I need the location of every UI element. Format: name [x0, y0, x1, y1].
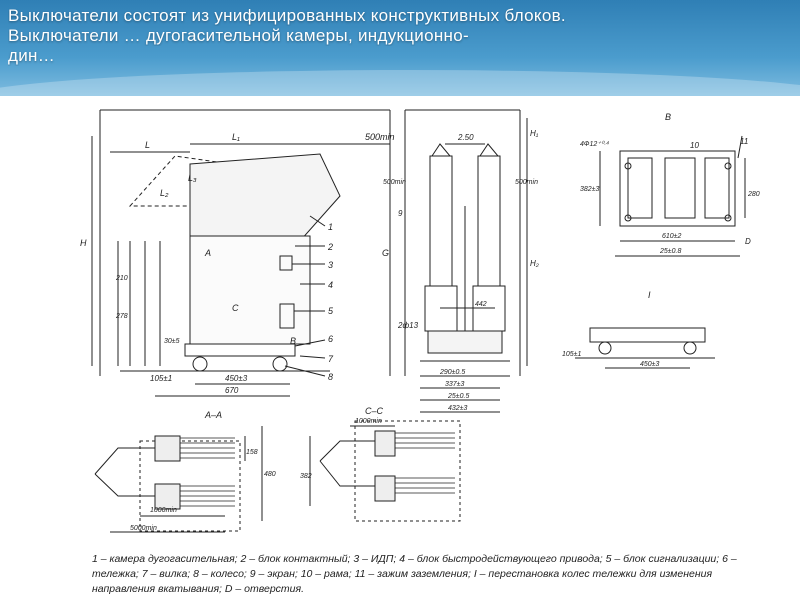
label-min500-c: 500min: [515, 179, 538, 186]
label-C: C: [232, 303, 239, 313]
label-dim105: 105±1: [150, 374, 172, 383]
wheel-rearrangement-view: [575, 327, 715, 369]
label-A: A: [204, 248, 211, 258]
label-dim30: 30±5: [164, 338, 180, 345]
wheel-right: [272, 356, 288, 372]
slide-text-line-1: Выключатели состоят из унифицированных к…: [8, 6, 566, 25]
idp-block: [279, 255, 293, 271]
contact-block: [189, 235, 311, 345]
label-dim450b: 450±3: [640, 361, 660, 368]
label-L3: L₃: [188, 173, 197, 183]
label-n8: 8: [328, 372, 333, 382]
label-H2: H₂: [530, 259, 539, 268]
label-H1: H₁: [530, 129, 539, 138]
front-elevation-view: [404, 109, 528, 413]
section-aa: [94, 426, 263, 533]
label-B: B: [290, 336, 296, 346]
label-dim250: 2.50: [457, 133, 474, 142]
label-n2: 2: [327, 242, 333, 252]
arc-chute-body: [189, 153, 341, 242]
trolley: [184, 343, 296, 357]
label-dim610: 610±2: [662, 233, 682, 240]
technical-drawing: L L₁ L₃ L₂ H 500min A C B 210 278 30±5 4…: [0, 96, 800, 548]
rearr-trolley: [589, 327, 706, 343]
label-section-aa: А–А: [204, 410, 222, 420]
arc-chute-tilted: [128, 155, 246, 207]
label-dim25b: 25±0.8: [659, 248, 681, 255]
label-section-cc: С–С: [365, 406, 384, 416]
label-n11: 11: [740, 137, 748, 146]
label-dim5000: 5000min: [130, 525, 157, 532]
label-L1: L₁: [232, 132, 240, 142]
label-dim1000-b: 1000min: [355, 418, 382, 425]
label-G: G: [382, 248, 389, 258]
label-L2: L₂: [160, 188, 169, 198]
wheel-left: [192, 356, 208, 372]
signal-block: [279, 303, 295, 329]
drawing-svg: L L₁ L₃ L₂ H 500min A C B 210 278 30±5 4…: [80, 109, 760, 533]
label-n5: 5: [328, 306, 334, 316]
slide-text-line-2: Выключатели … дугогасительной камеры, ин…: [8, 26, 469, 45]
label-dim278: 278: [115, 313, 128, 320]
figure-caption: 1 – камера дугогасительная; 2 – блок кон…: [92, 552, 782, 597]
label-dim280: 280: [747, 191, 760, 198]
label-n10: 10: [690, 141, 699, 150]
label-dim105b: 105±1: [562, 351, 582, 358]
pole-right: [477, 155, 501, 287]
label-dim432: 432±3: [448, 405, 468, 412]
slide-header-banner: Выключатели состоят из унифицированных к…: [0, 0, 800, 96]
frame-outline: [619, 150, 736, 227]
label-dim382: 382±3: [580, 186, 600, 193]
caption-line-2: тележка; 7 – вилка; 8 – колесо; 9 – экра…: [92, 568, 713, 580]
label-dim382b: 382: [300, 473, 312, 480]
label-dim4f12: 4Ф12⁺⁰·⁴: [580, 140, 609, 148]
label-dim1000-a: 1000min: [150, 507, 177, 514]
label-dim210: 210: [115, 275, 128, 282]
label-min500-a: 500min: [365, 132, 395, 142]
label-dim2f13: 2ф13: [397, 321, 419, 330]
label-dim450: 450±3: [225, 374, 248, 383]
label-L: L: [145, 140, 150, 150]
label-n9: 9: [398, 209, 403, 218]
label-I: I: [648, 290, 651, 300]
section-cc: [309, 420, 461, 522]
label-n3: 3: [328, 260, 333, 270]
label-n6: 6: [328, 334, 333, 344]
slide-text-line-3: дин…: [8, 46, 56, 65]
slide-text: Выключатели состоят из унифицированных к…: [8, 6, 794, 66]
label-dim480: 480: [264, 471, 276, 478]
label-V: В: [665, 112, 671, 122]
label-dim158: 158: [246, 449, 258, 456]
banner-swoosh: [0, 70, 800, 96]
pole-left: [429, 155, 453, 287]
label-H: H: [80, 238, 87, 248]
front-trolley: [427, 330, 503, 354]
label-dim25: 25±0.5: [447, 393, 469, 400]
label-n7: 7: [328, 354, 334, 364]
label-dim337: 337±3: [445, 381, 465, 388]
frame-view: [599, 135, 746, 257]
label-n4: 4: [328, 280, 333, 290]
label-dim442: 442: [475, 301, 487, 308]
label-dim670: 670: [225, 386, 239, 395]
label-dim290: 290±0.5: [439, 369, 465, 376]
label-D: D: [745, 237, 751, 246]
caption-line-3: направления вкатывания; D – отверстия.: [92, 583, 305, 595]
caption-line-1: 1 – камера дугогасительная; 2 – блок кон…: [92, 553, 737, 565]
side-elevation-view: [91, 109, 391, 397]
label-min500-b: 500min: [383, 179, 406, 186]
label-n1: 1: [328, 222, 333, 232]
